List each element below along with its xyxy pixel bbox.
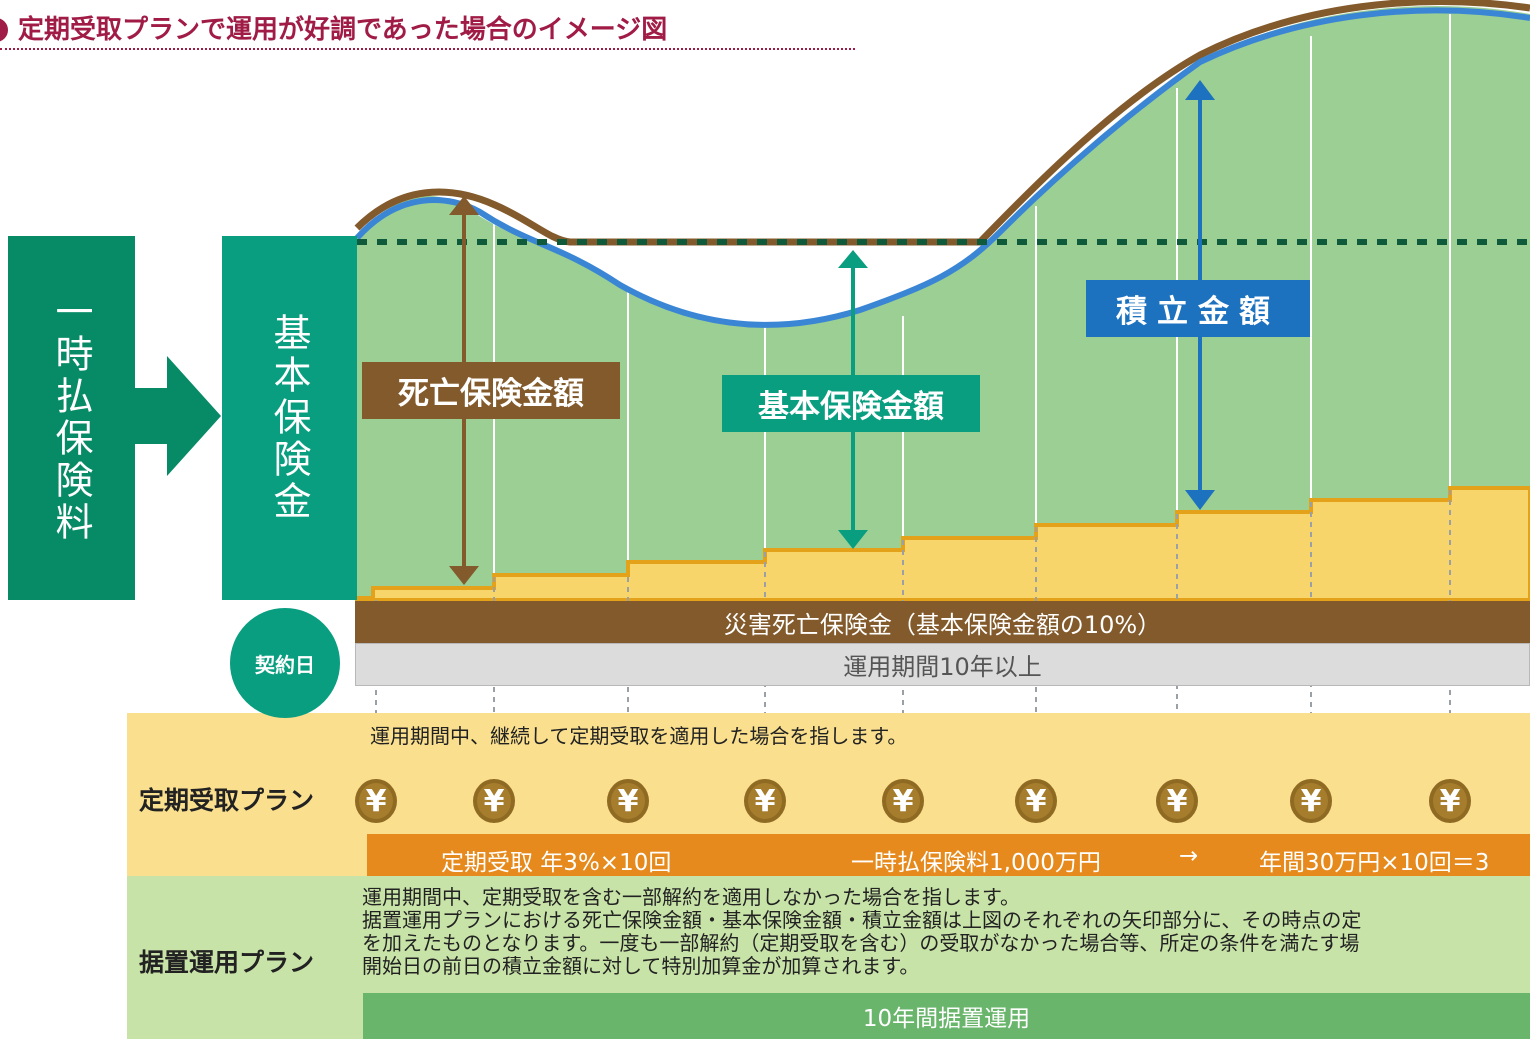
- basic-insured-box: 基本保険金: [222, 236, 357, 600]
- periodic-plan-note: 運用期間中、継続して定期受取を適用した場合を指します。: [370, 724, 908, 748]
- death-benefit-line: [354, 0, 1530, 246]
- single-premium-box: 一時払保険料: [8, 236, 135, 600]
- yen-coin-icon: ¥: [744, 779, 786, 823]
- periodic-plan-bar: 定期受取 年3%×10回 一時払保険料1,000万円 → 年間30万円×10回＝…: [367, 834, 1530, 876]
- investment-period-band: 運用期間10年以上: [355, 643, 1530, 686]
- disaster-death-band: 災害死亡保険金（基本保険金額の10%）: [355, 601, 1530, 643]
- accumulation-area: [357, 6, 1530, 600]
- deferred-plan-bar: 10年間据置運用: [363, 993, 1530, 1039]
- svg-text:¥: ¥: [618, 784, 639, 819]
- title-bullet: [0, 18, 8, 42]
- deferred-note-line-3: を加えたものとなります。一度も一部解約（定期受取を含む）の受取がなかった場合等、…: [362, 931, 1360, 955]
- accumulated-label: 積立金額: [1086, 280, 1310, 337]
- yen-coin-icon: ¥: [473, 779, 515, 823]
- right-arrow-icon: [135, 356, 221, 476]
- svg-text:¥: ¥: [1301, 784, 1322, 819]
- periodic-plan-name: 定期受取プラン: [139, 786, 315, 815]
- yen-coin-icon: ¥: [355, 779, 397, 823]
- deferred-note-line-1: 運用期間中、定期受取を含む一部解約を適用しなかった場合を指します。: [362, 885, 1020, 909]
- deferred-note-line-4: 開始日の前日の積立金額に対して特別加算金が加算されます。: [362, 954, 920, 978]
- yen-coin-icon: ¥: [882, 779, 924, 823]
- yen-coin-icon: ¥: [1290, 779, 1332, 823]
- accumulation-line: [354, 7, 1530, 328]
- svg-text:¥: ¥: [484, 784, 505, 819]
- periodic-bar-part-3: 年間30万円×10回＝3: [1259, 850, 1490, 876]
- yen-coin-icon: ¥: [1015, 779, 1057, 823]
- withdrawal-steps: [355, 486, 1530, 602]
- deferred-plan-name: 据置運用プラン: [139, 948, 315, 977]
- page-title: 定期受取プランで運用が好調であった場合のイメージ図: [0, 12, 855, 50]
- yen-coin-icon: ¥: [607, 779, 649, 823]
- yen-coin-icon: ¥: [1429, 779, 1471, 823]
- title-text: 定期受取プランで運用が好調であった場合のイメージ図: [18, 15, 668, 45]
- svg-text:¥: ¥: [366, 784, 387, 819]
- contract-day-badge: 契約日: [230, 608, 340, 718]
- svg-text:¥: ¥: [1026, 784, 1047, 819]
- svg-text:¥: ¥: [1440, 784, 1461, 819]
- periodic-bar-arrow: →: [1179, 843, 1199, 869]
- basic-amount-label: 基本保険金額: [722, 375, 980, 432]
- svg-text:¥: ¥: [1167, 784, 1188, 819]
- yen-coin-icon: ¥: [1156, 779, 1198, 823]
- death-benefit-label: 死亡保険金額: [362, 362, 620, 419]
- deferred-note-line-2: 据置運用プランにおける死亡保険金額・基本保険金額・積立金額は上図のそれぞれの矢印…: [362, 908, 1362, 932]
- svg-text:¥: ¥: [893, 784, 914, 819]
- deferred-plan-section: 据置運用プラン 運用期間中、定期受取を含む一部解約を適用しなかった場合を指します…: [127, 876, 1530, 1039]
- periodic-bar-part-1: 定期受取 年3%×10回: [441, 850, 672, 876]
- svg-text:¥: ¥: [755, 784, 776, 819]
- periodic-bar-part-2: 一時払保険料1,000万円: [851, 850, 1101, 876]
